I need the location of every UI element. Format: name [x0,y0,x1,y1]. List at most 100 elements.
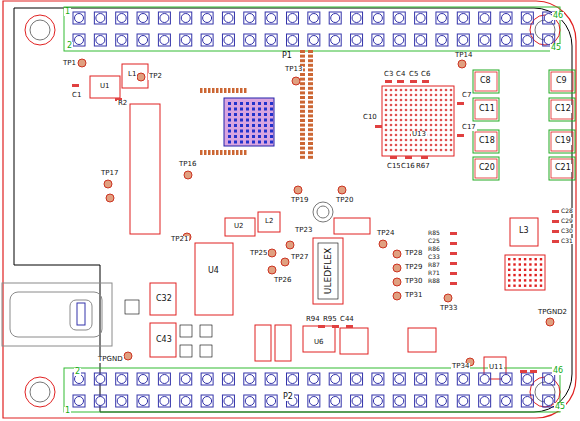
part-label: C25 [427,238,441,244]
chip-pad [519,274,521,276]
chip-pad [535,274,537,276]
header-hole [437,375,446,384]
resistor-pad [300,55,305,58]
resistor-pad [300,137,305,140]
header-pad [265,34,277,46]
bga-ball [420,114,423,117]
bga-ball [415,104,418,107]
resistor-pad [232,150,235,155]
part-label: C9 [555,77,568,85]
header-hole [502,14,511,23]
chip-pad [513,274,515,276]
bga-ball [425,104,428,107]
bga-pad [228,124,231,127]
part-label: U13 [411,131,427,138]
bga-ball [440,94,443,97]
bga-ball [385,114,388,117]
bga-pad [234,108,237,111]
smd-pad [405,156,412,159]
header-outline [64,7,560,51]
smd-pad [450,272,457,275]
jack-outline [10,292,102,337]
pad [180,345,192,357]
header-hole [437,14,446,23]
bga-ball [435,119,438,122]
part-label: C6 [420,71,431,78]
bga-ball [450,144,453,147]
chip-pad [540,269,542,271]
bga-ball [430,94,433,97]
part-label: C5 [408,71,419,78]
bga-pad [234,113,237,116]
smd-pad [552,210,559,213]
header-pad [287,12,299,24]
chip-pad [508,274,510,276]
header-hole [75,397,84,406]
bga-ball [415,109,418,112]
bga-pad [234,119,237,122]
resistor-pad [308,91,313,94]
bga-pad [270,130,273,133]
bga-ball [420,144,423,147]
header-hole [480,14,489,23]
bga-ball [440,139,443,142]
bga-ball [425,89,428,92]
resistor-pad [308,55,313,58]
bga-ball [405,109,408,112]
part-label: C44 [339,316,355,323]
header-pad [222,373,234,385]
bga-ball [395,94,398,97]
bga-ball [395,129,398,132]
test-point [393,250,401,258]
part-label: C1 [71,92,82,99]
part-label: C19 [554,137,572,145]
header-hole [459,397,468,406]
part-label: C28 [560,208,574,214]
bga-ball [390,124,393,127]
chip-pad [524,263,526,265]
resistor-pad [300,114,305,117]
resistor-pad [240,88,243,93]
bga-ball [420,139,423,142]
resistor-pad [300,128,305,131]
bga-ball [435,109,438,112]
capacitor-outline [549,98,575,121]
part-label: TPGND2 [537,309,568,316]
bga-ball [450,149,453,152]
resistor-pad [308,137,313,140]
header-hole [459,36,468,45]
header-hole [245,14,254,23]
header-pad [158,12,170,24]
bga-ball [405,94,408,97]
bga-ball [385,89,388,92]
test-point [281,258,289,266]
chip-pad [540,279,542,281]
chip-pad [508,258,510,260]
bga-ball [415,94,418,97]
header-hole [395,397,404,406]
bga-pad [258,108,261,111]
smd-pad [450,262,457,265]
smd-pad [450,282,457,285]
header-pad [180,34,192,46]
bga-pad [252,135,255,138]
bga-ball [450,129,453,132]
capacitor-pad [475,132,497,151]
part-label: L3 [518,227,530,235]
header-pad [94,34,106,46]
bga-pad [228,102,231,105]
bga-pad [258,141,261,144]
pad [180,325,192,337]
bga-pad [240,135,243,138]
header-hole [459,14,468,23]
smd-pad [397,80,404,83]
resistor-pad [308,156,313,159]
bga-ball [445,144,448,147]
bga-ball [390,99,393,102]
bga-ball [430,134,433,137]
part-label: R2 [117,100,128,107]
header-hole [437,36,446,45]
header-pad [116,12,128,24]
bga-pad [228,119,231,122]
part-label: 2 [66,42,73,50]
